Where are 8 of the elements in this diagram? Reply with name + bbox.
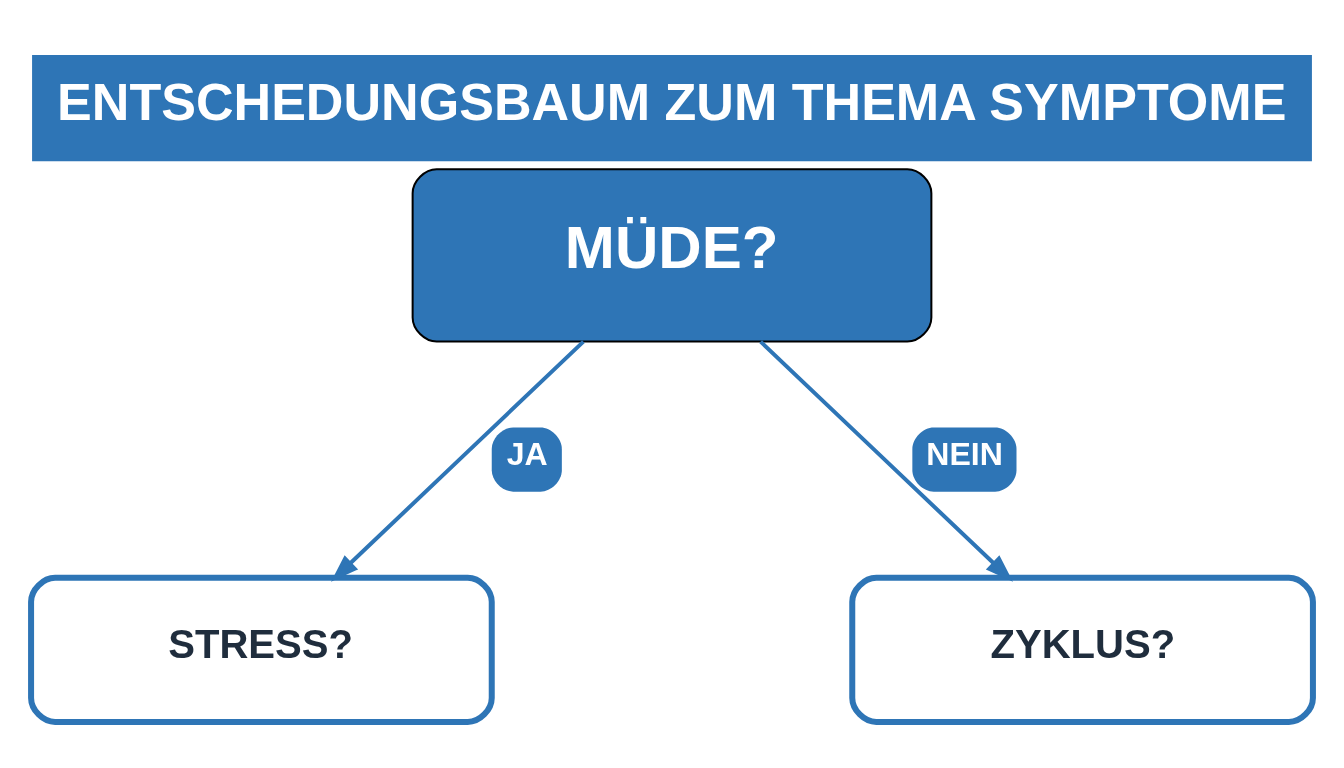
arrow: [759, 339, 1013, 582]
arrow: [331, 339, 585, 582]
edge-label: NEIN: [926, 435, 1003, 472]
node-box: STRESS?: [28, 574, 495, 725]
node-box: MÜDE?: [411, 167, 933, 342]
node-box: ZYKLUS?: [849, 574, 1316, 725]
edge-label: JA: [506, 435, 548, 472]
diagram-title: ENTSCHEDUNGSBAUM ZUM THEMA SYMPTOME: [57, 72, 1287, 131]
